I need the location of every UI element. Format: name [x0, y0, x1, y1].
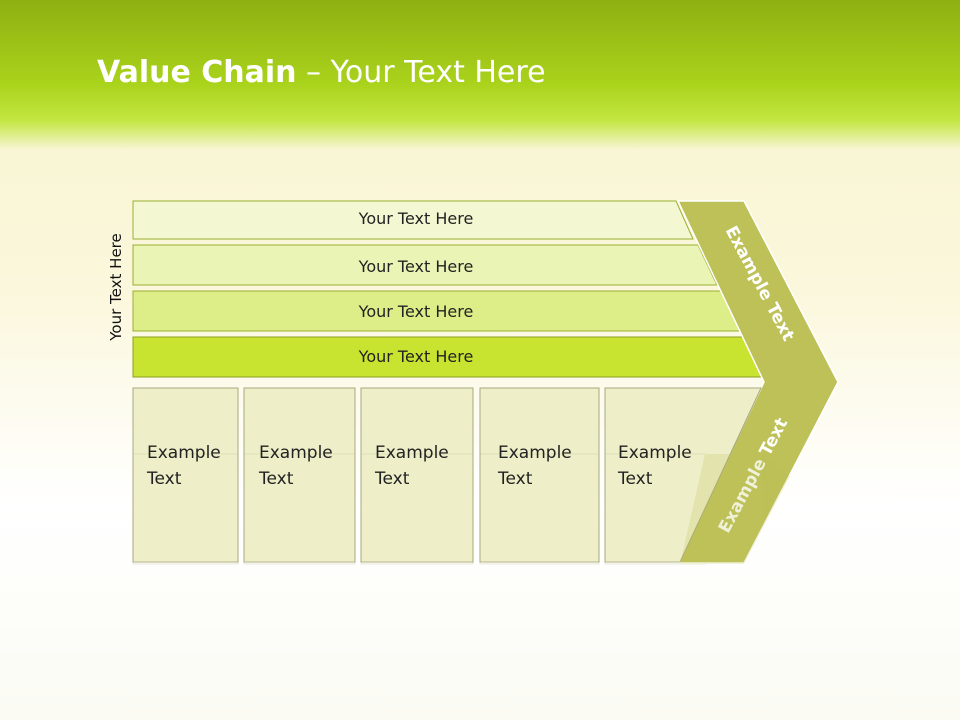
bar-label-4: Your Text Here [358, 347, 474, 366]
box-4-line2: Text [498, 469, 533, 489]
box-2-text: Example Text [259, 440, 333, 492]
box-4-line1: Example [498, 443, 572, 463]
bar-2-shape [132, 244, 718, 286]
box-3-line1: Example [375, 443, 449, 463]
chevron-shape [676, 200, 839, 564]
box-5-text: Example Text [618, 440, 692, 492]
reflection [132, 453, 790, 565]
box-1-text: Example Text [147, 440, 221, 492]
bar-1-shape [132, 200, 694, 240]
title-rest: – Your Text Here [296, 55, 546, 90]
bar-label-1: Your Text Here [358, 209, 474, 228]
box-1-line1: Example [147, 443, 221, 463]
slide-title: Value Chain – Your Text Here [97, 55, 546, 90]
bar-label-2: Your Text Here [358, 257, 474, 276]
box-1-line2: Text [147, 469, 182, 489]
box-2-line2: Text [259, 469, 294, 489]
box-4-text: Example Text [498, 440, 572, 492]
box-4-shape [479, 387, 600, 563]
box-1-shape [132, 387, 239, 563]
title-bold: Value Chain [97, 55, 297, 90]
bar-label-3: Your Text Here [358, 302, 474, 321]
box-5-line2: Text [618, 469, 653, 489]
box-2-shape [243, 387, 356, 563]
title-band [0, 0, 960, 150]
box-3-text: Example Text [375, 440, 449, 492]
box-2-line1: Example [259, 443, 333, 463]
box-3-shape [360, 387, 474, 563]
box-5-line1: Example [618, 443, 692, 463]
box-3-line2: Text [375, 469, 410, 489]
box-5-shape [604, 387, 762, 563]
